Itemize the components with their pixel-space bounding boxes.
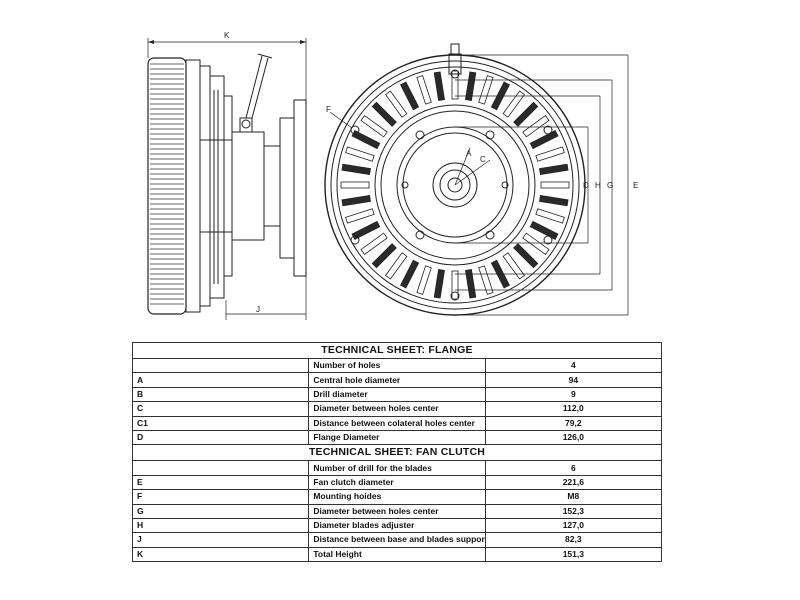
row-label: Central hole diameter — [308, 372, 486, 388]
technical-sheet-table: TECHNICAL SHEET: FLANGE Number of holes … — [131, 342, 663, 563]
row-label: Number of holes — [308, 357, 486, 374]
row-code: K — [131, 546, 310, 563]
row-code: A — [131, 372, 310, 388]
dimension-label-f: F — [326, 105, 331, 114]
table-row: Number of holes 4 — [131, 357, 663, 374]
row-code: C1 — [131, 415, 310, 431]
row-label: Number of drill for the blades — [308, 460, 486, 476]
dimension-label-k: K — [224, 31, 230, 40]
dimension-label-j: J — [256, 305, 260, 314]
technical-drawing: K J — [147, 31, 638, 320]
row-code — [131, 357, 310, 374]
side-view-fins — [150, 63, 184, 305]
row-value: 4 — [484, 357, 663, 374]
dimension-label-h: H — [595, 181, 601, 190]
row-label: Drill diameter — [308, 386, 486, 403]
row-label: Diameter blades adjuster — [308, 517, 486, 534]
fan-clutch-sheet-title: TECHNICAL SHEET: FAN CLUTCH — [132, 444, 662, 462]
table-row: Number of drill for the blades 6 — [131, 460, 663, 476]
dimension-label-c: C — [480, 155, 486, 164]
table-row: A Central hole diameter 94 — [131, 372, 663, 388]
row-value: 112,0 — [484, 401, 663, 417]
row-label: Diameter between holes center — [308, 503, 486, 519]
front-view — [324, 43, 629, 316]
table-row: F Mounting hoides M8 — [131, 489, 663, 505]
dimension-label-a: A — [466, 149, 472, 158]
row-code: H — [131, 517, 310, 534]
row-value: 79,2 — [484, 415, 663, 431]
row-value: 127,0 — [484, 517, 663, 534]
front-view-fins — [340, 70, 570, 300]
row-label: Distance between base and blades support — [308, 532, 486, 548]
row-label: Mounting hoides — [308, 489, 486, 505]
row-value: 94 — [484, 372, 663, 388]
row-value: 6 — [484, 460, 663, 476]
table-row: H Diameter blades adjuster 127,0 — [131, 517, 663, 534]
row-value: 151,3 — [484, 546, 663, 563]
dimension-label-e: E — [633, 181, 638, 190]
row-value: 9 — [484, 386, 663, 403]
row-code: G — [131, 503, 310, 519]
row-label: Fan clutch diameter — [308, 474, 486, 491]
row-code: B — [131, 386, 310, 403]
row-label: Flange Diameter — [308, 429, 486, 446]
table-row: B Drill diameter 9 — [131, 386, 663, 403]
row-code: E — [131, 474, 310, 491]
dimension-label-g: G — [607, 181, 613, 190]
row-value: 221,6 — [484, 474, 663, 491]
side-view — [147, 38, 307, 320]
row-value: 82,3 — [484, 532, 663, 548]
flange-sheet-header: TECHNICAL SHEET: FLANGE — [132, 342, 662, 359]
table-row: G Diameter between holes center 152,3 — [131, 503, 663, 519]
row-code: F — [131, 489, 310, 505]
dimension-label-d: D — [583, 181, 589, 190]
row-value: 152,3 — [484, 503, 663, 519]
table-row: D Flange Diameter 126,0 — [131, 429, 663, 446]
row-value: 126,0 — [484, 429, 663, 446]
fan-clutch-sheet-header: TECHNICAL SHEET: FAN CLUTCH — [132, 444, 662, 462]
row-code — [131, 460, 310, 476]
row-code: C — [131, 401, 310, 417]
row-code: J — [131, 532, 310, 548]
row-label: Distance between colateral holes center — [308, 415, 486, 431]
table-row: K Total Height 151,3 — [131, 546, 663, 563]
row-label: Total Height — [308, 546, 486, 563]
row-code: D — [131, 429, 310, 446]
flange-sheet-title: TECHNICAL SHEET: FLANGE — [132, 342, 662, 359]
table-row: C1 Distance between colateral holes cent… — [131, 415, 663, 431]
table-row: E Fan clutch diameter 221,6 — [131, 474, 663, 491]
table-row: C Diameter between holes center 112,0 — [131, 401, 663, 417]
row-value: M8 — [484, 489, 663, 505]
table-row: J Distance between base and blades suppo… — [131, 532, 663, 548]
row-label: Diameter between holes center — [308, 401, 486, 417]
